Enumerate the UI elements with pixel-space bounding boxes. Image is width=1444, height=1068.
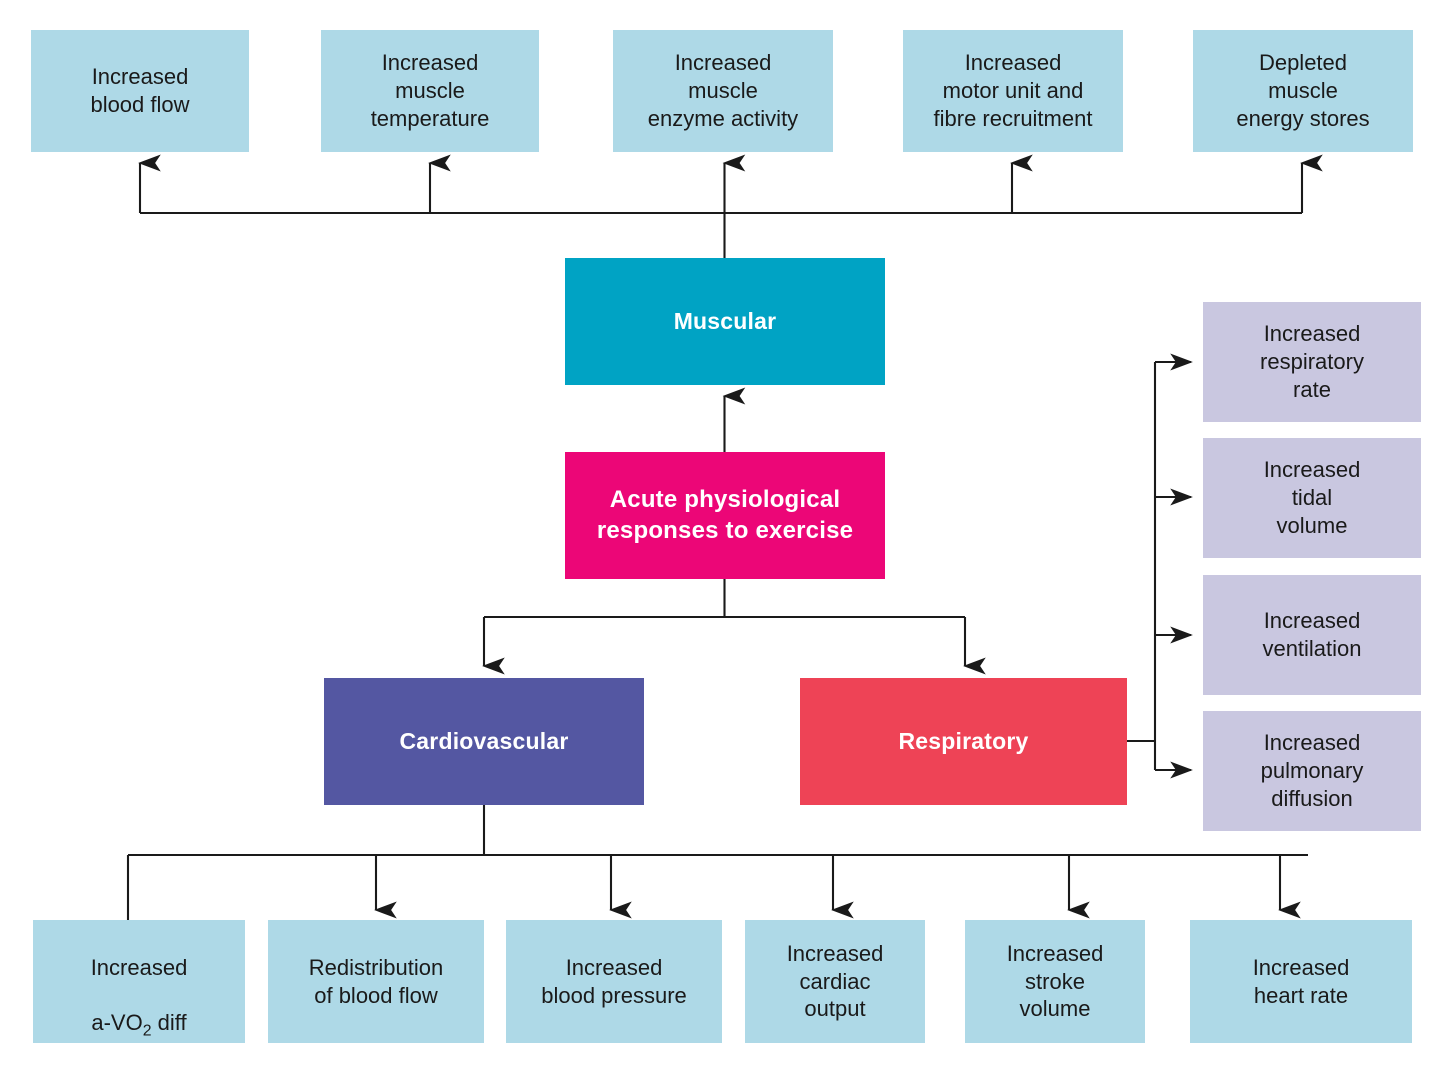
muscular-outcome-label-5: Depleted muscle energy stores — [1236, 50, 1370, 131]
branch-box-muscular[interactable]: Muscular — [565, 258, 885, 385]
cardiovascular-outcome-box-5[interactable]: Increased stroke volume — [965, 920, 1145, 1043]
muscular-outcome-label-3: Increased muscle enzyme activity — [647, 50, 799, 131]
root-label: Acute physiological responses to exercis… — [596, 486, 854, 544]
respiratory-outcome-label-4: Increased pulmonary diffusion — [1260, 730, 1364, 811]
respiratory-outcome-label-3: Increased ventilation — [1262, 608, 1362, 661]
branch-label-muscular: Muscular — [673, 308, 777, 335]
cardiovascular-outcome-box-1[interactable]: Increased a-VO2 diff — [33, 920, 245, 1043]
branch-box-cardiovascular[interactable]: Cardiovascular — [324, 678, 644, 805]
cardiovascular-outcome-box-4[interactable]: Increased cardiac output — [745, 920, 925, 1043]
branch-label-respiratory: Respiratory — [898, 728, 1029, 755]
muscular-outcome-box-1[interactable]: Increased blood flow — [31, 30, 249, 152]
cv-line-2-post: diff — [151, 1010, 187, 1036]
cardiovascular-outcome-label-5: Increased stroke volume — [1006, 940, 1104, 1022]
muscular-outcome-label-4: Increased motor unit and fibre recruitme… — [933, 50, 1093, 131]
muscular-outcome-label-1: Increased blood flow — [90, 64, 190, 117]
cardiovascular-outcome-label-6: Increased heart rate — [1252, 954, 1350, 1008]
cardiovascular-outcome-box-2[interactable]: Redistribution of blood flow — [268, 920, 484, 1043]
cv-line-2-pre: a-VO — [91, 1010, 143, 1036]
respiratory-outcome-box-2[interactable]: Increased tidal volume — [1203, 438, 1421, 558]
respiratory-outcome-box-4[interactable]: Increased pulmonary diffusion — [1203, 711, 1421, 831]
branch-box-respiratory[interactable]: Respiratory — [800, 678, 1127, 805]
cardiovascular-outcome-label-1: Increased a-VO2 diff — [39, 926, 239, 1040]
cardiovascular-outcome-box-6[interactable]: Increased heart rate — [1190, 920, 1412, 1043]
cardiovascular-outcome-box-3[interactable]: Increased blood pressure — [506, 920, 722, 1043]
cardiovascular-outcome-label-3: Increased blood pressure — [541, 954, 687, 1008]
muscular-outcome-label-2: Increased muscle temperature — [370, 50, 490, 131]
muscular-outcome-box-4[interactable]: Increased motor unit and fibre recruitme… — [903, 30, 1123, 152]
respiratory-outcome-label-1: Increased respiratory rate — [1260, 321, 1364, 402]
respiratory-outcome-label-2: Increased tidal volume — [1263, 457, 1361, 538]
respiratory-outcome-box-3[interactable]: Increased ventilation — [1203, 575, 1421, 695]
muscular-outcome-box-5[interactable]: Depleted muscle energy stores — [1193, 30, 1413, 152]
respiratory-outcome-box-1[interactable]: Increased respiratory rate — [1203, 302, 1421, 422]
muscular-outcome-box-2[interactable]: Increased muscle temperature — [321, 30, 539, 152]
root-box[interactable]: Acute physiological responses to exercis… — [565, 452, 885, 579]
branch-label-cardiovascular: Cardiovascular — [399, 728, 569, 755]
cv-line-1: Increased — [90, 954, 188, 980]
cv-subscript-2: 2 — [142, 1022, 152, 1040]
cardiovascular-outcome-label-4: Increased cardiac output — [786, 940, 884, 1022]
muscular-outcome-box-3[interactable]: Increased muscle enzyme activity — [613, 30, 833, 152]
cardiovascular-outcome-label-2: Redistribution of blood flow — [308, 954, 444, 1008]
